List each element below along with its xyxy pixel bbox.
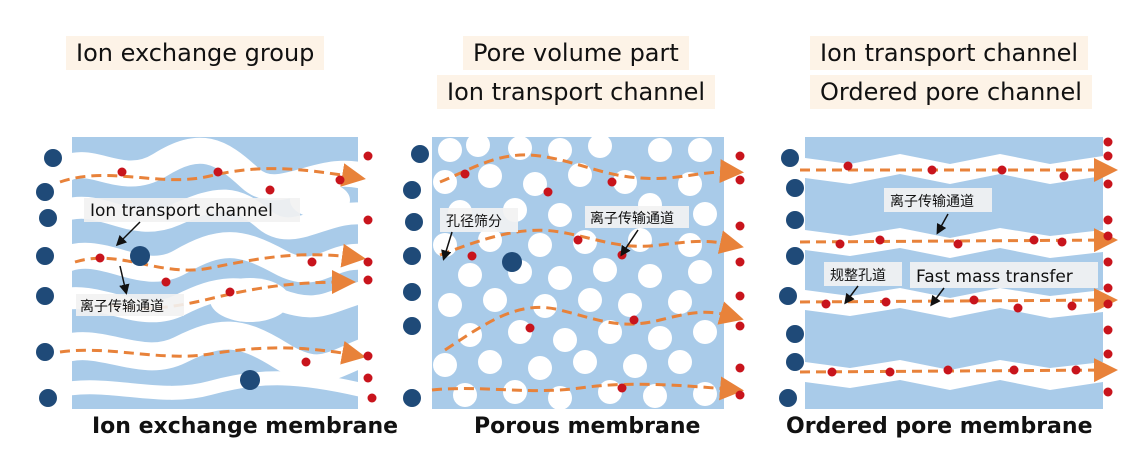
large-ions <box>403 145 522 407</box>
panel3-header-2: Ordered pore channel <box>810 75 1092 109</box>
panel2-sieve-label: 孔径筛分 <box>446 214 502 230</box>
panel1-header: Ion exchange group <box>66 36 325 70</box>
panel1-ion-channel-label: Ion transport channel <box>90 201 273 221</box>
large-ions <box>36 149 260 407</box>
panel2-cn-channel-label: 离子传输通道 <box>590 210 674 227</box>
panel2-caption: Porous membrane <box>474 414 701 439</box>
panel1-caption: Ion exchange membrane <box>92 414 399 439</box>
panel3-header-1: Ion transport channel <box>810 36 1089 70</box>
panel2-header-2: Ion transport channel <box>437 75 716 109</box>
ion-exchange-membrane-panel: Ion transport channel 离子传输通道 <box>36 137 377 409</box>
panel1-cn-channel-label: 离子传输通道 <box>80 298 164 315</box>
large-ions <box>779 149 804 407</box>
porous-membrane-panel: 孔径筛分 离子传输通道 <box>403 137 745 409</box>
panel3-caption: Ordered pore membrane <box>786 414 1093 439</box>
small-ions <box>821 137 1113 397</box>
panel2-header-1: Pore volume part <box>463 36 689 70</box>
panel3-fast-mass-transfer-label: Fast mass transfer <box>916 267 1073 287</box>
pores <box>433 137 717 409</box>
small-ions <box>460 151 745 400</box>
ordered-pore-membrane-panel: 离子传输通道 规整孔道 Fast mass transfer <box>779 137 1118 409</box>
small-ions <box>95 151 377 403</box>
panel3-cn-channel-label: 离子传输通道 <box>890 193 974 210</box>
panel3-regular-channel-label: 规整孔道 <box>830 268 886 284</box>
